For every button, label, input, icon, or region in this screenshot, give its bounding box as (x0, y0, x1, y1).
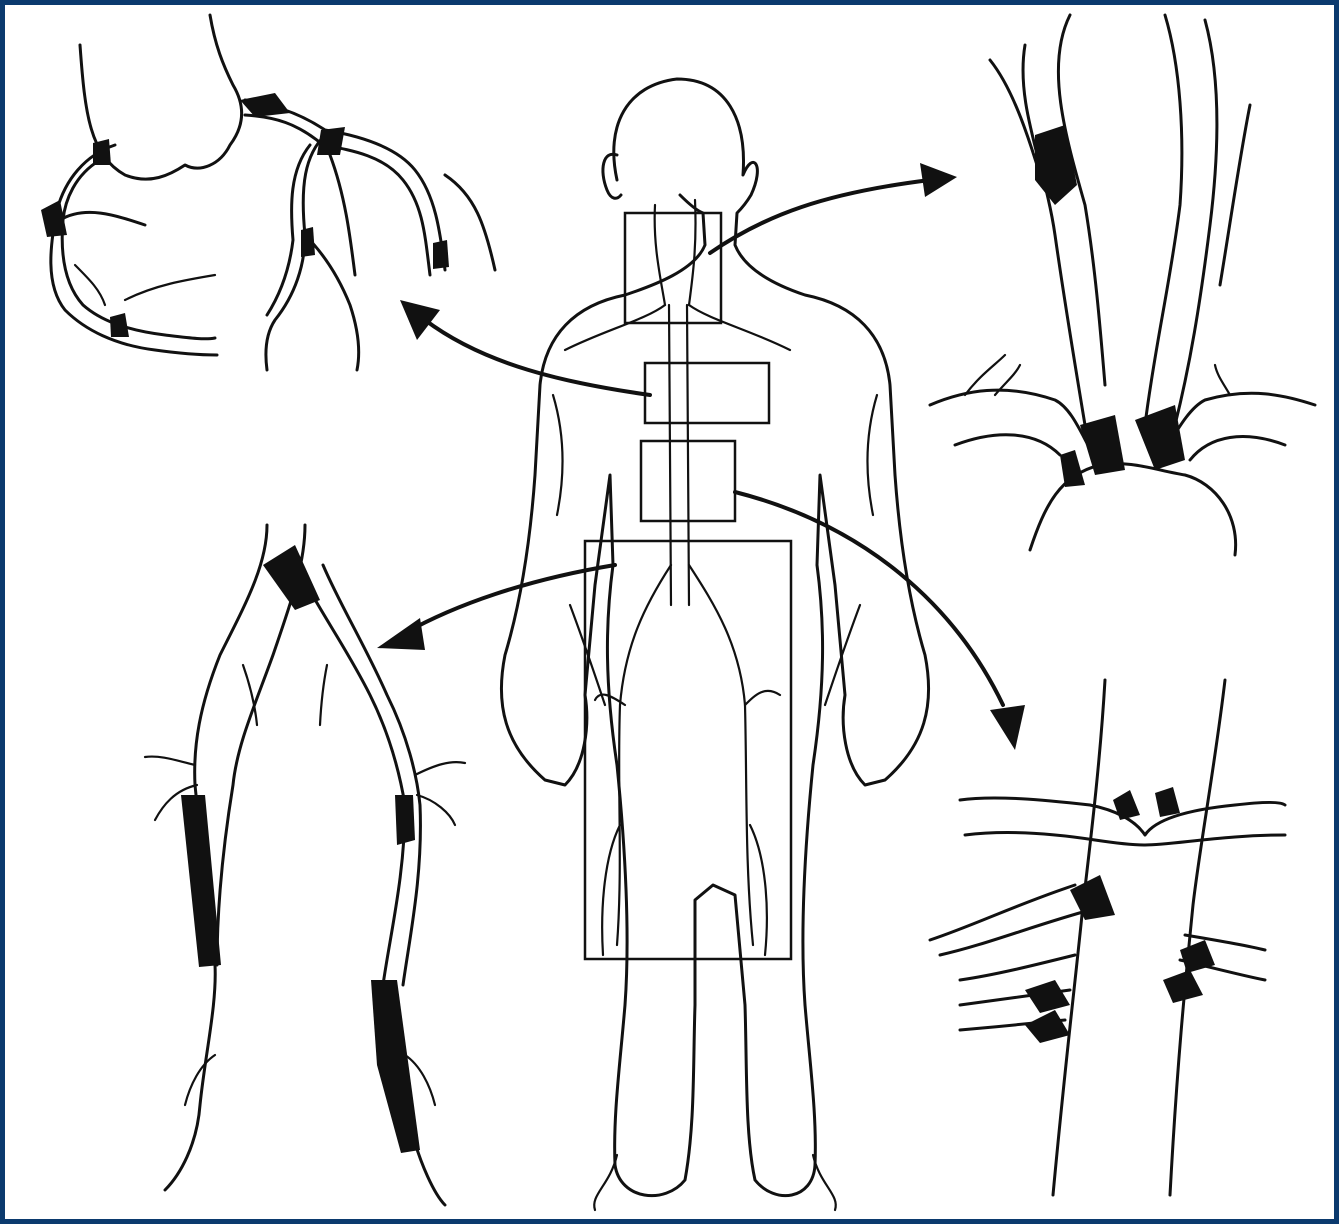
arrowhead (920, 163, 957, 197)
arrow-to-carotid (710, 180, 930, 253)
carotid-arteries-inset (930, 15, 1315, 555)
atherosclerosis-diagram (5, 5, 1339, 1224)
central-vessels (565, 200, 790, 955)
neck-region-box (625, 213, 721, 323)
renal-arteries-inset (930, 680, 1285, 1195)
heart-region-box (645, 363, 769, 423)
